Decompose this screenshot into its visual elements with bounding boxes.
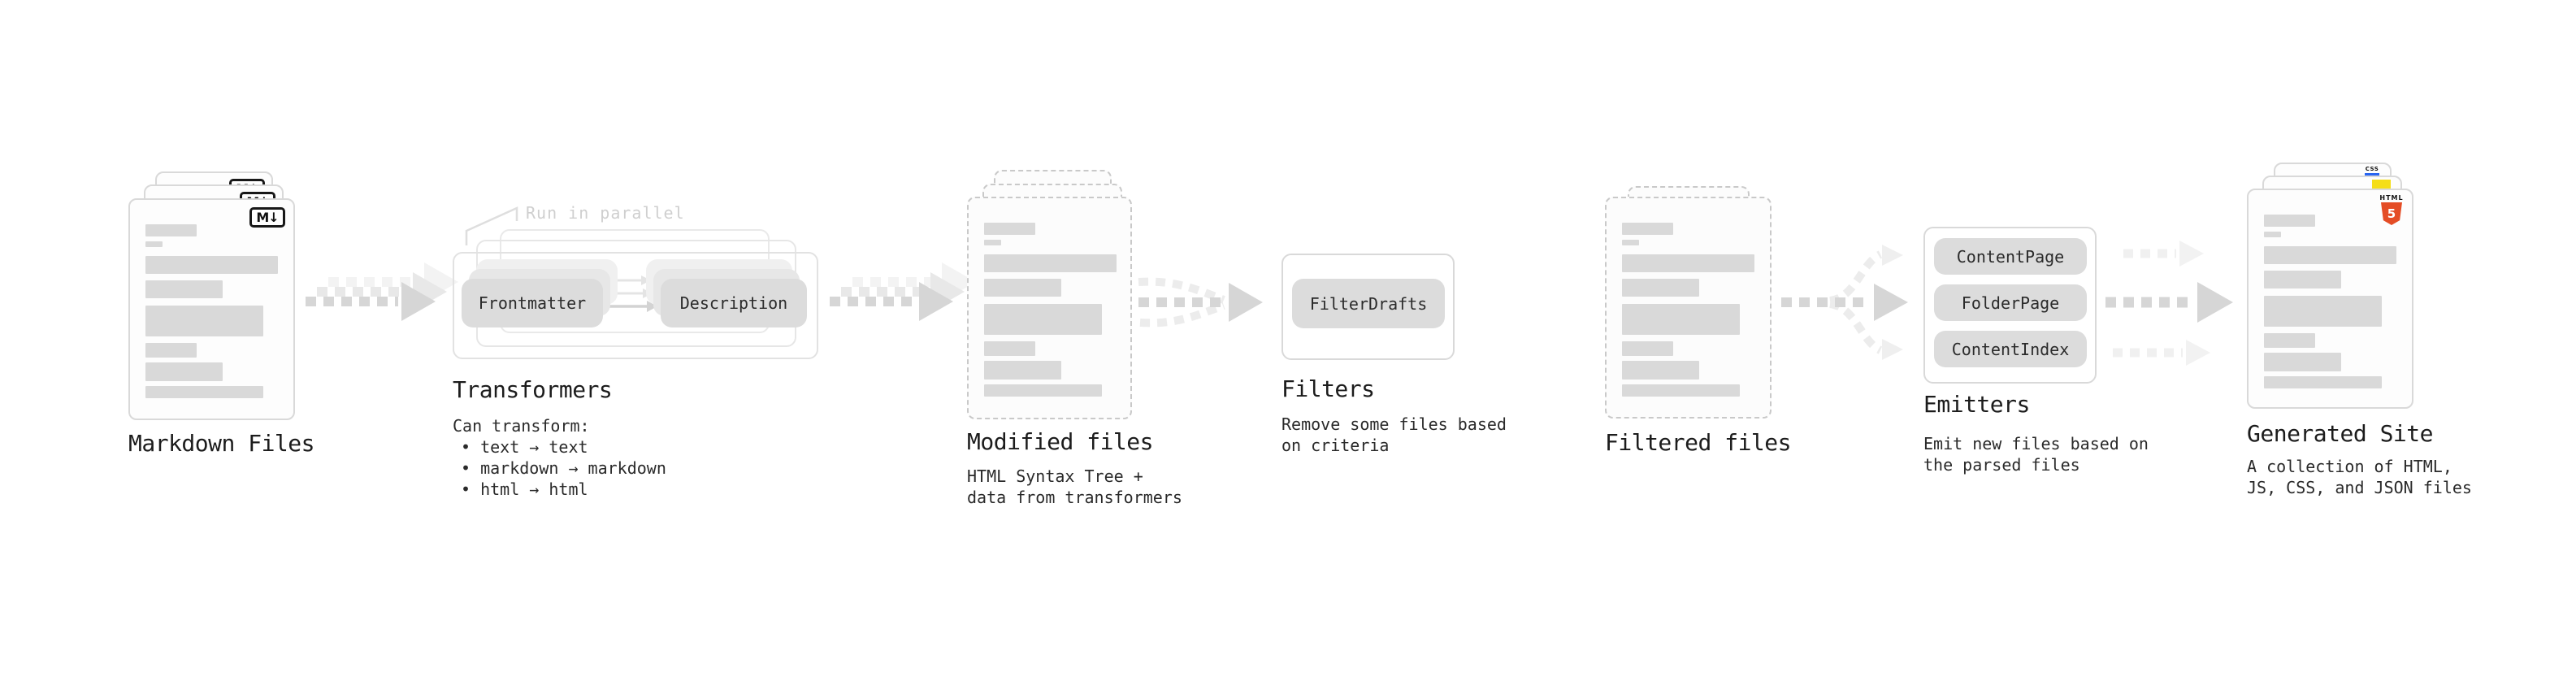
generated-site-note: A collection of HTML, JS, CSS, and JSON … xyxy=(2247,456,2472,498)
placeholder-bar xyxy=(1622,341,1673,356)
html5-number: 5 xyxy=(2387,206,2396,221)
transformers-note-line: • html → html xyxy=(461,479,588,499)
run-in-parallel-leader-line xyxy=(465,206,518,245)
css-wordmark: CSS xyxy=(2365,166,2379,172)
modified-files-note-line: HTML Syntax Tree + xyxy=(967,466,1143,486)
transformers-label: Transformers xyxy=(453,376,613,403)
placeholder-bar xyxy=(1622,384,1740,397)
placeholder-bar xyxy=(2264,333,2315,348)
placeholder-bar xyxy=(145,386,263,398)
placeholder-bar xyxy=(1622,361,1699,380)
placeholder-bar xyxy=(145,241,163,247)
modified-files-label: Modified files xyxy=(967,428,1154,455)
plugin-frontmatter: Frontmatter xyxy=(462,279,603,327)
placeholder-bar xyxy=(2264,353,2341,371)
filters-note-line: Remove some files based xyxy=(1281,414,1507,434)
placeholder-bar xyxy=(984,361,1061,380)
placeholder-bar xyxy=(2264,232,2281,237)
markdown-icon: M↓ xyxy=(249,207,285,228)
arrow-filtered-to-emitters xyxy=(1781,245,1908,360)
markdown-files-label: Markdown Files xyxy=(128,430,315,457)
css-icon: CSS xyxy=(2364,166,2380,176)
arrow-markdown-to-transformers xyxy=(306,262,458,321)
plugin-contentpage: ContentPage xyxy=(1934,238,2087,275)
placeholder-bar xyxy=(984,304,1102,335)
placeholder-bar xyxy=(984,240,1001,245)
placeholder-text-bars xyxy=(1622,223,1754,397)
run-in-parallel-annotation: Run in parallel xyxy=(526,203,685,223)
placeholder-bar xyxy=(984,223,1035,235)
placeholder-bar xyxy=(145,343,197,358)
placeholder-bar xyxy=(984,341,1035,356)
placeholder-bar xyxy=(2264,296,2382,327)
placeholder-bar xyxy=(145,256,278,274)
emitters-label: Emitters xyxy=(1923,391,2030,418)
emitters-note-line: Emit new files based on xyxy=(1923,434,2149,453)
transformers-note-line: • text → text xyxy=(461,437,588,457)
transformers-note-title: Can transform: xyxy=(453,416,590,436)
placeholder-bar xyxy=(1622,279,1699,297)
placeholder-bar xyxy=(1622,223,1673,235)
css-blue-bar xyxy=(2365,173,2379,176)
filters-note: Remove some files based on criteria xyxy=(1281,414,1507,456)
arrow-transformers-to-modified xyxy=(830,262,976,321)
placeholder-bar xyxy=(2264,376,2382,388)
placeholder-bar xyxy=(145,362,223,381)
placeholder-bar xyxy=(984,279,1061,297)
filtered-files-label: Filtered files xyxy=(1605,429,1792,456)
emitters-note: Emit new files based on the parsed files xyxy=(1923,433,2149,475)
plugin-contentindex: ContentIndex xyxy=(1934,331,2087,367)
placeholder-text-bars xyxy=(2264,215,2396,388)
generated-file-card-front: HTML 5 xyxy=(2247,189,2413,409)
placeholder-bar xyxy=(2264,271,2341,288)
plugin-filterdrafts: FilterDrafts xyxy=(1292,279,1445,328)
placeholder-bar xyxy=(145,280,223,298)
placeholder-bar xyxy=(2264,215,2315,227)
emitters-note-line: the parsed files xyxy=(1923,455,2080,475)
placeholder-bar xyxy=(984,384,1102,397)
parallel-mini-arrows xyxy=(609,275,657,312)
placeholder-bar xyxy=(2264,246,2396,264)
modified-files-note: HTML Syntax Tree + data from transformer… xyxy=(967,466,1182,508)
html5-wordmark: HTML xyxy=(2379,194,2404,202)
placeholder-bar xyxy=(1622,304,1740,335)
filters-label: Filters xyxy=(1281,375,1375,402)
filtered-file-card-front xyxy=(1605,197,1772,419)
transformers-note-line: • markdown → markdown xyxy=(461,458,666,478)
emitters-box xyxy=(1923,227,2097,384)
arrow-modified-to-filters xyxy=(1138,277,1263,327)
plugin-folderpage: FolderPage xyxy=(1934,284,2087,321)
js-icon xyxy=(2372,180,2391,189)
placeholder-bar xyxy=(984,254,1117,272)
transformers-note: Can transform: • text → text • markdown … xyxy=(453,415,666,500)
placeholder-text-bars xyxy=(145,224,278,398)
generated-site-note-line: A collection of HTML, xyxy=(2247,457,2452,476)
filters-box xyxy=(1281,254,1455,360)
plugin-description: Description xyxy=(661,279,807,327)
placeholder-bar xyxy=(1622,254,1754,272)
markdown-file-card-front: M↓ xyxy=(128,198,295,420)
filters-note-line: on criteria xyxy=(1281,436,1390,455)
transformers-box-front xyxy=(453,252,818,359)
placeholder-bar xyxy=(1622,240,1639,245)
generated-site-note-line: JS, CSS, and JSON files xyxy=(2247,478,2472,497)
placeholder-bar xyxy=(145,306,263,336)
placeholder-bar xyxy=(145,224,197,236)
generated-site-label: Generated Site xyxy=(2247,420,2434,447)
placeholder-text-bars xyxy=(984,223,1117,397)
html5-icon: HTML 5 xyxy=(2379,194,2404,225)
modified-file-card-front xyxy=(967,197,1132,419)
modified-files-note-line: data from transformers xyxy=(967,488,1182,507)
arrow-emitters-to-generated xyxy=(2105,241,2233,366)
